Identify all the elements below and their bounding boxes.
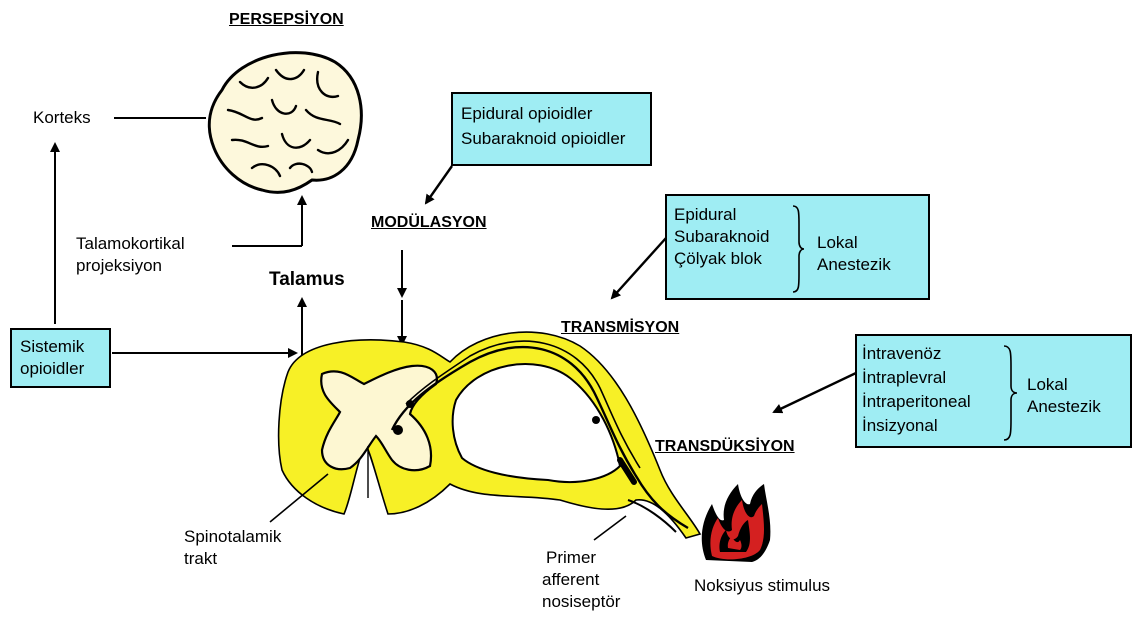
primary-afferent-label-line1: Primer [546, 548, 596, 568]
modulation-line-1: Epidural opioidler [461, 100, 650, 128]
systemic-opioids-box: Sistemik opioidler [10, 328, 111, 388]
transduction-group-2: Anestezik [1027, 396, 1101, 418]
brain-icon [209, 53, 361, 193]
heading-modulation: MODÜLASYON [371, 213, 487, 233]
spinothalamic-label-line2: trakt [184, 549, 217, 569]
thalamocortical-label-line2: projeksiyon [76, 256, 162, 276]
transduction-item-1: İntravenöz [862, 342, 1130, 366]
transmission-group-2: Anestezik [817, 254, 891, 276]
cortex-label: Korteks [33, 108, 91, 128]
transduction-brace [1002, 344, 1018, 442]
transmission-group-1: Lokal [817, 232, 891, 254]
noxious-stimulus-label: Noksiyus stimulus [694, 576, 830, 596]
primary-afferent-label-line2: afferent [542, 570, 599, 590]
heading-transduction: TRANSDÜKSİYON [655, 437, 795, 457]
heading-perception: PERSEPSİYON [229, 10, 344, 30]
thalamus-label: Talamus [269, 270, 345, 290]
systemic-line-1: Sistemik [20, 336, 109, 358]
arrow-modulation-box [426, 166, 452, 203]
primary-afferent-label-line3: nosiseptör [542, 592, 620, 612]
flame-icon [702, 484, 771, 562]
arrow-transmission [612, 238, 666, 298]
transduction-group-1: Lokal [1027, 374, 1101, 396]
modulation-line-2: Subaraknoid opioidler [461, 128, 650, 150]
heading-transmission: TRANSMİSYON [561, 318, 679, 338]
spinothalamic-label-line1: Spinotalamik [184, 527, 281, 547]
transmission-block-box: Epidural Subaraknoid Çölyak blok Lokal A… [665, 194, 930, 300]
modulation-opioids-box: Epidural opioidler Subaraknoid opioidler [451, 92, 652, 166]
transmission-brace [791, 204, 805, 294]
thalamocortical-label-line1: Talamokortikal [76, 234, 185, 254]
systemic-line-2: opioidler [20, 358, 109, 380]
arrow-transduction [774, 373, 856, 412]
transduction-block-box: İntravenöz İntraplevral İntraperitoneal … [855, 334, 1132, 448]
spinal-cord-icon [270, 332, 700, 540]
